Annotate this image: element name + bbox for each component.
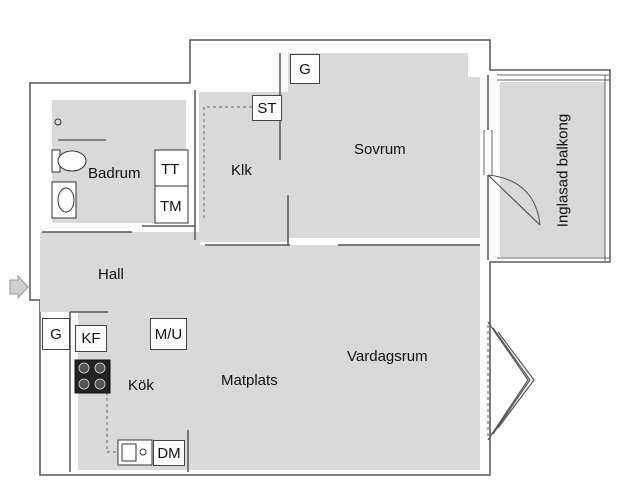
interior-walls: [42, 53, 489, 472]
fixture-g-bedroom: G: [290, 54, 320, 84]
room-label-kok: Kök: [128, 377, 154, 394]
shower-head-icon: [54, 118, 62, 126]
balkong-window: [497, 74, 611, 263]
kitchen-counter-dash: [106, 392, 118, 453]
fixture-dm: DM: [153, 440, 185, 466]
room-label-hall: Hall: [98, 266, 124, 283]
room-label-sovrum: Sovrum: [354, 141, 406, 158]
floor-main: [40, 245, 480, 470]
room-label-klk: Klk: [231, 162, 252, 179]
floor-balkong: [500, 82, 605, 257]
toilet-icon: [51, 149, 87, 173]
room-label-vardagsrum: Vardagsrum: [347, 348, 428, 365]
room-label-balkong: Inglasad balkong: [554, 113, 572, 228]
bathroom-sink-icon: [51, 181, 77, 219]
door-leaf: [487, 174, 541, 226]
door-swing: [487, 174, 541, 226]
fixture-g-hall: G: [42, 318, 70, 350]
room-label-badrum: Badrum: [88, 165, 141, 182]
room-label-matplats: Matplats: [221, 372, 278, 389]
klk-wardrobe-dash: [203, 106, 252, 218]
kitchen-sink-icon: [117, 439, 153, 466]
bedroom-window-left: [483, 130, 493, 175]
fixture-kf: KF: [75, 325, 107, 352]
fixture-st: ST: [252, 95, 282, 121]
entrance-arrow-icon: [9, 274, 29, 300]
laundry-fixtures: [154, 149, 189, 224]
fixture-tt: TT: [161, 161, 180, 178]
fixture-tm: TM: [160, 198, 182, 215]
bay-window: [487, 321, 535, 441]
fixture-mu: M/U: [150, 318, 187, 350]
stove-icon: [74, 359, 111, 394]
floor-sovrum: [288, 53, 480, 238]
